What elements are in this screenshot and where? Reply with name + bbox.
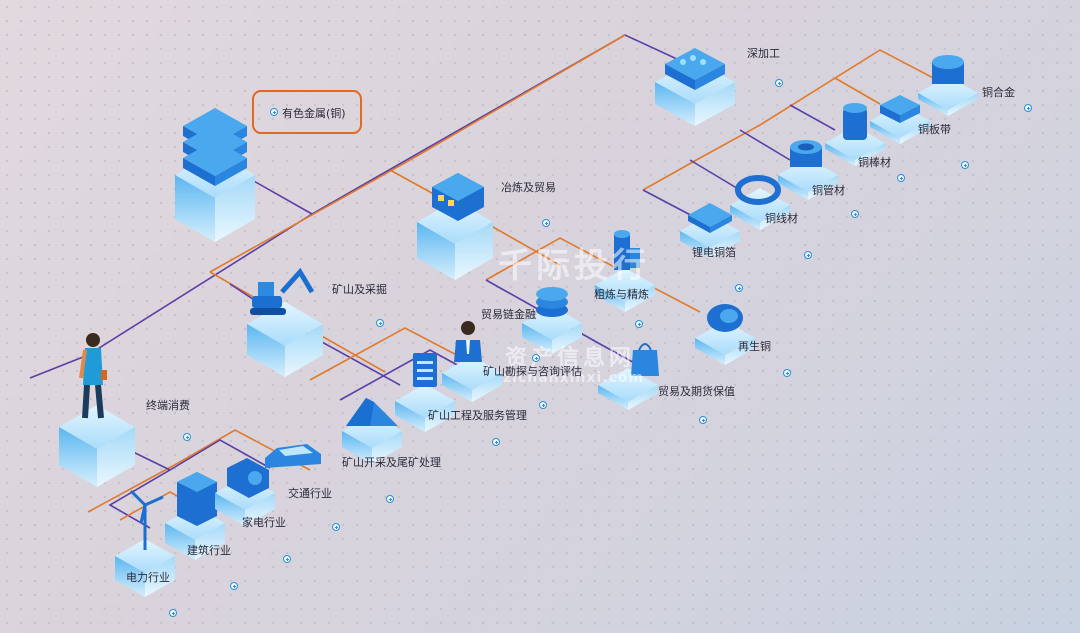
recycle-cube [695, 321, 755, 365]
consultant-icon [454, 321, 482, 362]
plus-icon-wire[interactable] [804, 251, 812, 259]
plus-icon-terminal[interactable] [183, 433, 191, 441]
plate-stack-icon [880, 95, 920, 123]
deep-sub5 [834, 77, 881, 105]
refine-cube [595, 268, 655, 312]
label-engineering: 矿山工程及服务管理 [428, 409, 527, 422]
plus-icon-survey[interactable] [539, 401, 547, 409]
mining-sub2 [339, 349, 471, 401]
label-alloy: 铜合金 [982, 86, 1015, 99]
coil-icon [707, 304, 743, 332]
label-smelting: 冶炼及贸易 [501, 181, 556, 194]
plus-icon-recycle[interactable] [783, 369, 791, 377]
watermark-line1: 千际投行 [498, 246, 650, 286]
rod-bundle-icon [843, 103, 867, 140]
car-icon [265, 444, 321, 468]
plus-icon-mining[interactable] [376, 319, 384, 327]
label-tailings: 矿山开采及尾矿处理 [342, 456, 441, 469]
finance-cube [522, 306, 582, 354]
label-wire: 铜线材 [765, 212, 798, 225]
watermark-line3: zichanxinxi.com [503, 370, 645, 386]
ore-pile-icon [346, 398, 398, 426]
plus-icon-power[interactable] [169, 609, 177, 617]
plus-icon-tailings[interactable] [386, 495, 394, 503]
mining-sub [309, 327, 471, 381]
label-refine: 粗炼与精炼 [594, 288, 649, 301]
plus-icon-traffic[interactable] [332, 523, 340, 531]
plus-icon-finance[interactable] [532, 354, 540, 362]
plus-icon-building[interactable] [230, 582, 238, 590]
plus-icon-strip[interactable] [961, 161, 969, 169]
watermark-line2: 资产信息网 [505, 346, 636, 371]
terminal-sub [169, 439, 271, 471]
terminal-branch [87, 429, 311, 513]
plus-icon-smelting[interactable] [542, 219, 550, 227]
trunk-orange [209, 34, 626, 273]
plus-icon-appliance[interactable] [283, 555, 291, 563]
label-foil: 锂电铜箔 [692, 246, 736, 259]
root-branch [251, 179, 313, 215]
alloy-cube [918, 76, 978, 116]
deep-sub4 [789, 104, 836, 131]
label-building: 建筑行业 [187, 544, 231, 557]
label-deep: 深加工 [747, 47, 780, 60]
label-rod: 铜棒材 [858, 156, 891, 169]
label-power: 电力行业 [126, 571, 170, 584]
cylinder-icon [614, 230, 640, 270]
root-label: 有色金属(铜) [282, 107, 346, 120]
plus-icon-foil[interactable] [735, 284, 743, 292]
survey-cube [442, 356, 502, 402]
cubes [59, 48, 978, 597]
alloy-cylinder-icon [932, 55, 964, 84]
label-futures: 贸易及期货保值 [658, 385, 735, 398]
plus-icon [270, 108, 278, 116]
root-cube [175, 108, 255, 242]
plus-icon-tube[interactable] [851, 210, 859, 218]
label-strip: 铜板带 [918, 123, 951, 136]
label-survey: 矿山勘探与咨询评估 [483, 365, 582, 378]
tube-icon [790, 140, 822, 167]
smelt-sub2 [485, 279, 641, 367]
plus-icon-engineering[interactable] [492, 438, 500, 446]
label-mining: 矿山及采掘 [332, 283, 387, 296]
plus-icon-futures[interactable] [699, 416, 707, 424]
plus-icon-alloy[interactable] [1024, 104, 1032, 112]
coin-stack-icon [536, 287, 568, 317]
engineering-cube [395, 384, 455, 432]
label-finance: 贸易链金融 [481, 308, 536, 321]
connector-lines [29, 34, 961, 529]
label-traffic: 交通行业 [288, 487, 332, 500]
rod-cube [825, 126, 885, 166]
root-node[interactable]: 有色金属(铜) [252, 90, 362, 134]
building-icon [177, 472, 217, 526]
plus-icon-rod[interactable] [897, 174, 905, 182]
factory-icon [432, 173, 484, 221]
label-tube: 铜管材 [812, 184, 845, 197]
label-recycle: 再生铜 [738, 340, 771, 353]
machine-icon [665, 48, 725, 90]
wind-turbine-icon [129, 489, 164, 550]
excavator-icon [250, 267, 315, 315]
power-cube [115, 539, 175, 597]
label-appliance: 家电行业 [242, 516, 286, 529]
deep-sub2 [689, 159, 741, 191]
plus-icon-deep[interactable] [775, 79, 783, 87]
clipboard-icon [413, 353, 437, 387]
deep-branch [642, 49, 961, 191]
plus-icon-refine[interactable] [635, 320, 643, 328]
bag-icon [631, 343, 659, 376]
futures-cube [598, 368, 658, 410]
wire-coil-icon [735, 175, 781, 205]
appliance-icon [227, 458, 269, 498]
label-terminal: 终端消费 [146, 399, 190, 412]
foil-icon [688, 203, 732, 233]
terminal-cube [59, 405, 135, 487]
person-icon [79, 333, 107, 419]
main-trunk [29, 34, 719, 379]
deep-sub3 [739, 129, 791, 161]
smelt-sub [485, 237, 701, 313]
